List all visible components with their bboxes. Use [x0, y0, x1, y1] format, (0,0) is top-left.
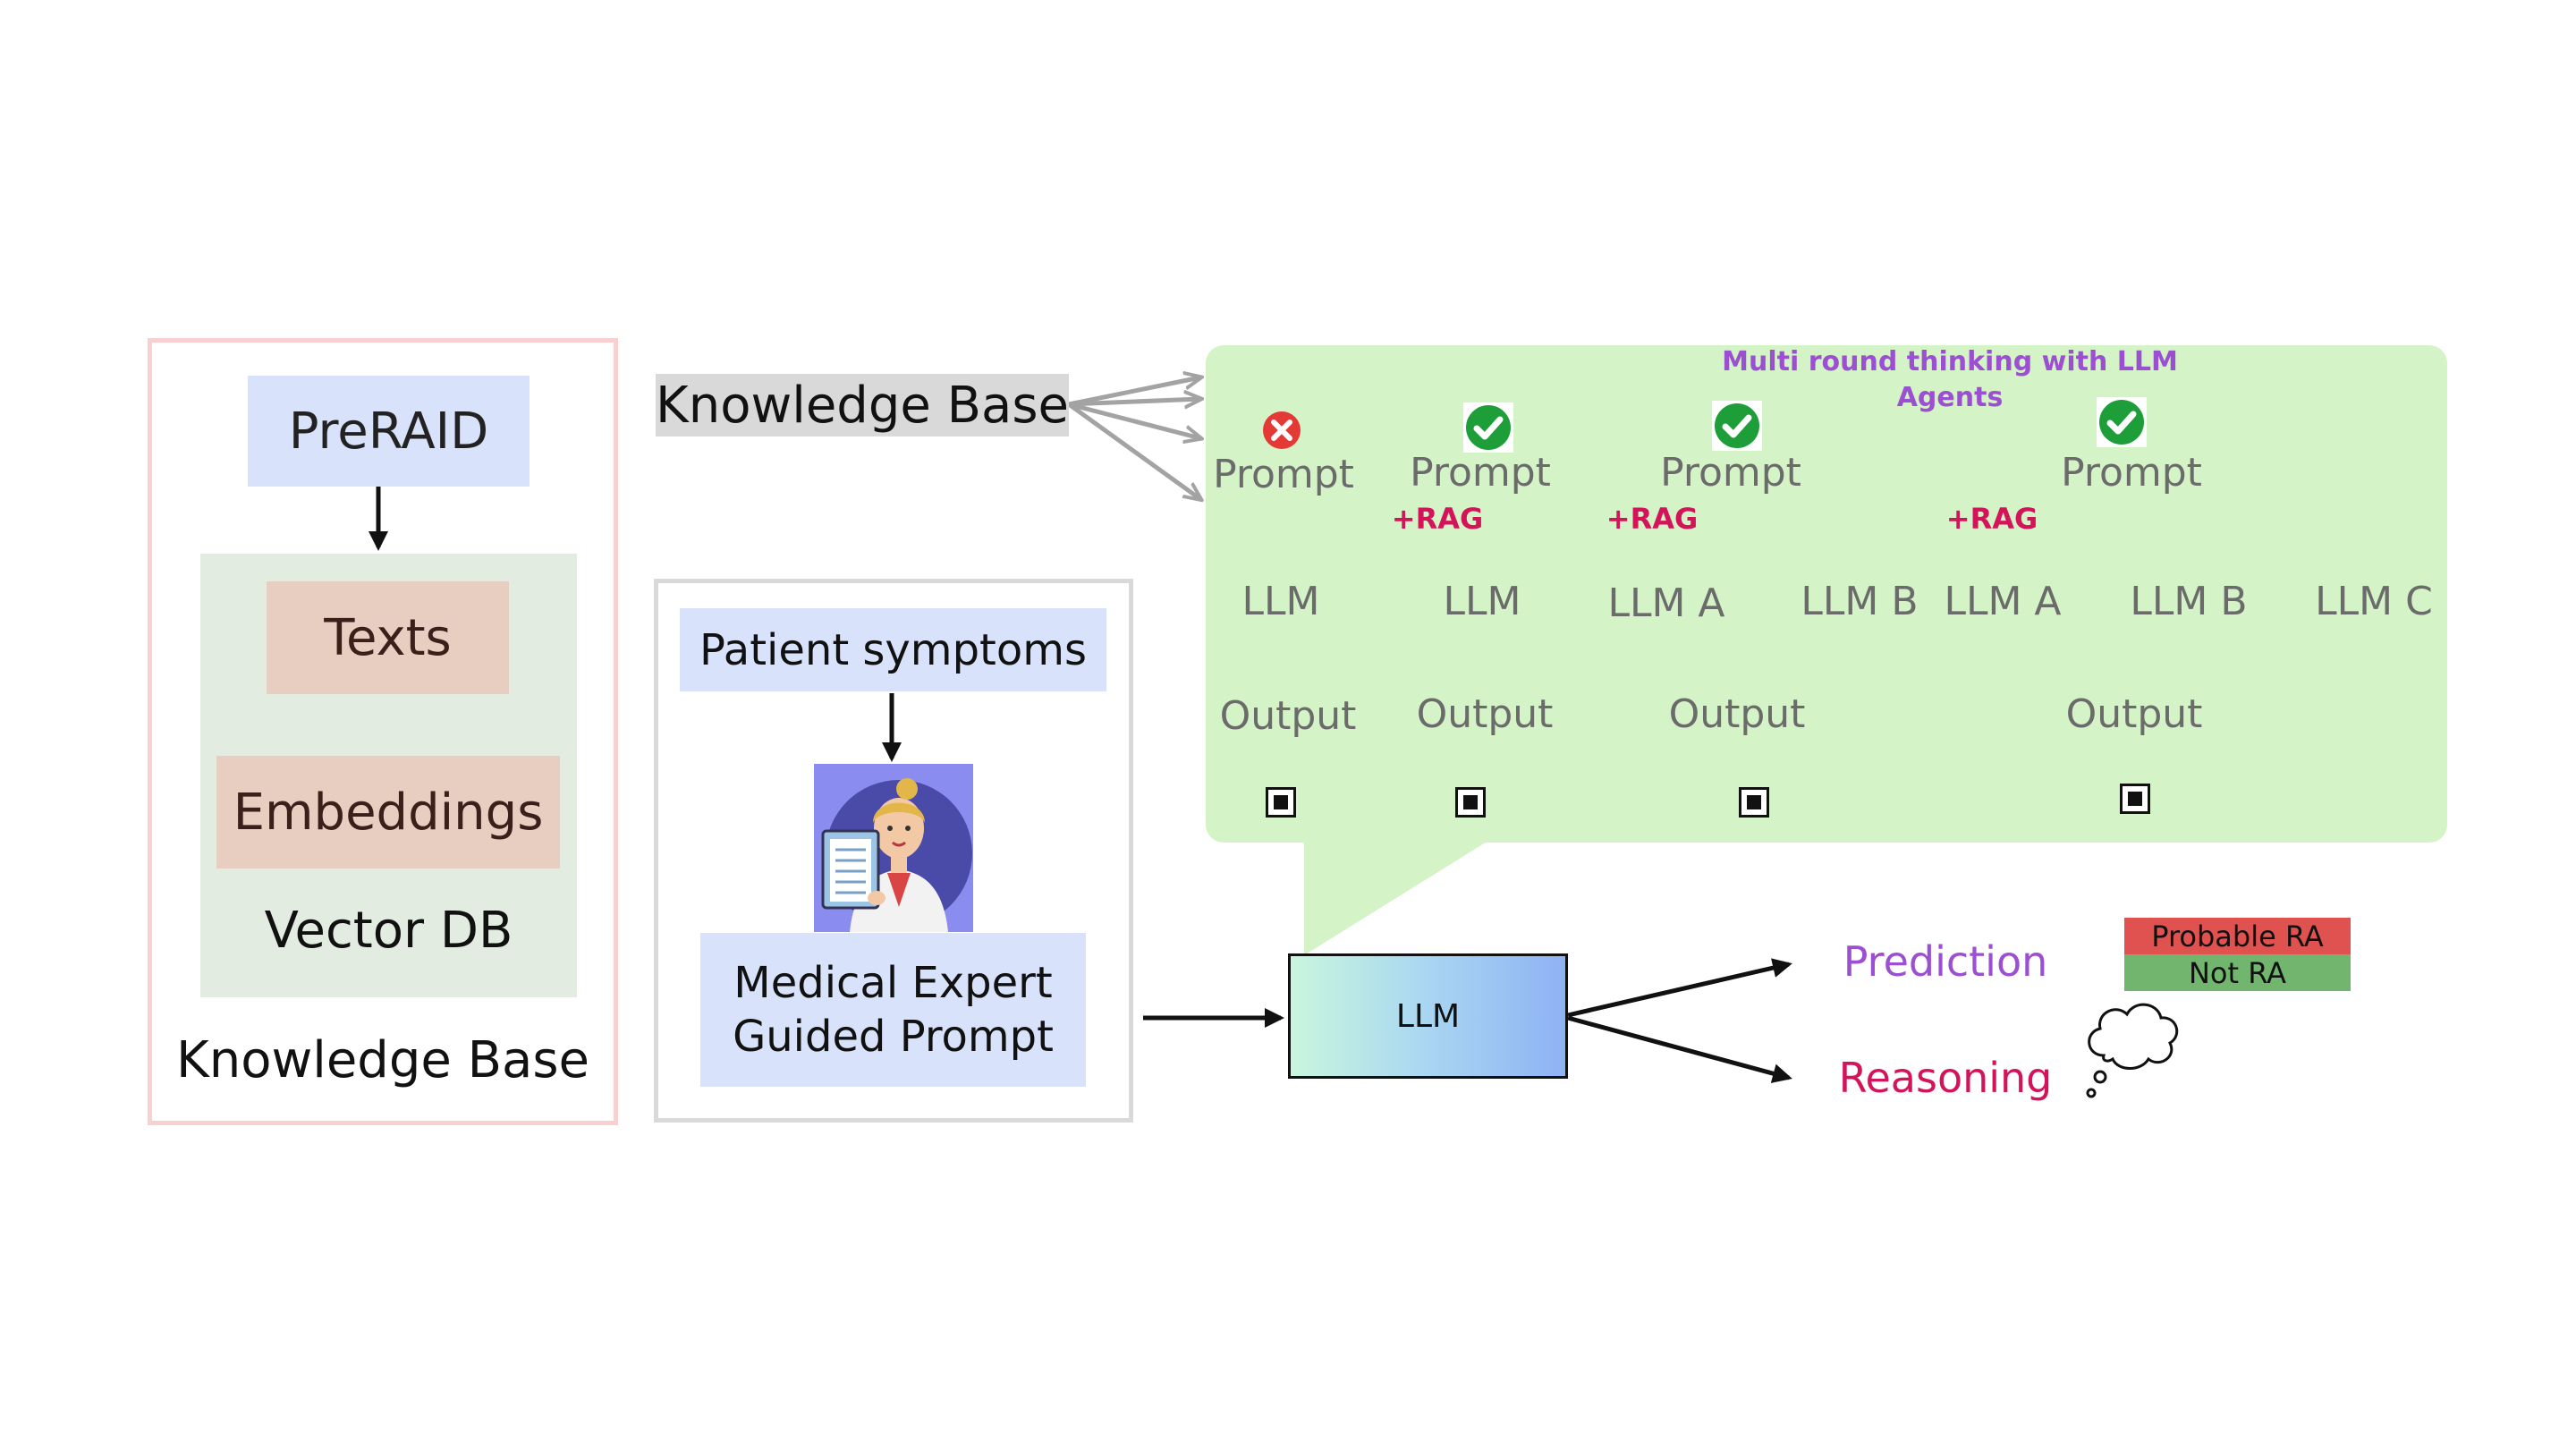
arrow-llm-reasoning [1567, 1015, 1792, 1083]
texts-box: Texts [267, 581, 509, 694]
bubble-tail [1304, 832, 1503, 955]
expert-prompt-frame [654, 579, 1133, 1123]
multi-round-agents-panel [1206, 345, 2447, 843]
arrow-llm-prediction [1567, 958, 1792, 1018]
col4-output: Output [2065, 691, 2203, 737]
col2-output: Output [1416, 691, 1554, 737]
col3-prompt: Prompt [1660, 449, 1801, 496]
preraid-source: PreRAID [248, 376, 530, 487]
col4-rag: +RAG [1945, 502, 2038, 536]
medical-expert-guided-prompt: Medical Expert Guided Prompt [700, 933, 1086, 1087]
col3-output: Output [1668, 691, 1806, 737]
col4-llm-a: LLM A [1944, 578, 2062, 624]
col2-prompt: Prompt [1410, 449, 1551, 496]
reasoning-label: Reasoning [1838, 1054, 2053, 1102]
knowledge-base-frame [148, 338, 618, 1125]
kb-fan-arrows [1067, 377, 1200, 499]
prediction-label: Prediction [1843, 937, 2048, 986]
square-marker [2120, 784, 2150, 814]
guided-prompt-line2: Guided Prompt [733, 1012, 1054, 1062]
square-marker [1455, 787, 1486, 818]
square-marker [1266, 787, 1296, 818]
col3-llm-b: LLM B [1801, 578, 1919, 624]
probable-ra-badge: Probable RA [2124, 918, 2351, 954]
pass-icon [1712, 401, 1762, 451]
col3-llm-a: LLM A [1607, 580, 1725, 626]
col1-output: Output [1219, 692, 1357, 739]
col1-prompt: Prompt [1213, 451, 1354, 497]
agents-title-line1: Multi round thinking with LLM [1722, 346, 2178, 377]
not-ra-badge: Not RA [2124, 954, 2351, 991]
knowledge-base-tag: Knowledge Base [656, 374, 1069, 436]
agents-panel-title: Multi round thinking with LLM Agents [1682, 340, 2218, 420]
pass-icon [1463, 402, 1513, 453]
embeddings-box: Embeddings [216, 756, 560, 869]
col1-llm: LLM [1241, 578, 1320, 624]
doctor-illustration [814, 764, 973, 932]
square-marker [1739, 787, 1769, 818]
col2-rag: +RAG [1391, 502, 1484, 536]
col4-prompt: Prompt [2061, 449, 2202, 496]
vector-db-label: Vector DB [264, 901, 513, 960]
col2-llm: LLM [1443, 578, 1521, 624]
guided-prompt-line1: Medical Expert [733, 958, 1053, 1008]
agents-title-line2: Agents [1896, 382, 2004, 413]
thought-bubble-icon [2086, 1003, 2179, 1098]
main-llm-box: LLM [1288, 953, 1568, 1079]
patient-symptoms-box: Patient symptoms [680, 608, 1106, 691]
col3-rag: +RAG [1606, 502, 1699, 536]
pass-icon [2097, 397, 2147, 447]
knowledge-base-label: Knowledge Base [176, 1030, 589, 1089]
col4-llm-b: LLM B [2130, 578, 2248, 624]
fail-icon [1263, 411, 1301, 449]
col4-llm-c: LLM C [2315, 578, 2433, 624]
